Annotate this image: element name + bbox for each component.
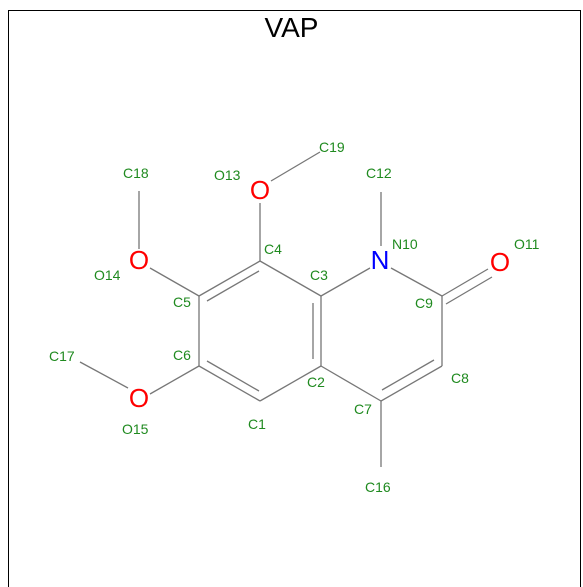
atom-o11-symbol: O (490, 247, 510, 277)
molecule-title: VAP (264, 12, 319, 43)
bond-c1-c6-inner (206, 360, 260, 392)
bond-c8-c7 (380, 365, 443, 402)
label-c5: C5 (173, 294, 191, 310)
bond-c9-o11 (441, 268, 489, 297)
atom-o15-symbol: O (129, 383, 149, 413)
label-c2: C2 (307, 374, 325, 390)
bond-c4-c3 (259, 260, 322, 297)
atom-o13-symbol: O (250, 175, 270, 205)
bond-c5-o14 (149, 267, 200, 297)
bond-n10-c9 (390, 267, 443, 297)
label-c4: C4 (264, 241, 282, 257)
label-n10: N10 (392, 236, 418, 252)
bond-o15-c17 (79, 361, 129, 389)
label-o11: O11 (514, 236, 540, 252)
label-c6: C6 (173, 347, 191, 363)
bonds (79, 151, 493, 467)
bond-c5-c4-inner (206, 270, 260, 302)
bond-c2-c1 (259, 365, 322, 402)
label-c18: C18 (123, 165, 149, 181)
label-c19: C19 (319, 139, 345, 155)
bond-c6-o15 (149, 365, 200, 395)
label-c12: C12 (366, 165, 392, 181)
label-c17: C17 (49, 348, 75, 364)
atom-labels: C19 C18 O13 C12 C4 N10 O11 O14 C3 C5 C9 … (49, 139, 540, 495)
label-c9: C9 (415, 295, 433, 311)
heteroatoms: O O O N O (129, 175, 510, 413)
label-c8: C8 (451, 370, 469, 386)
diagram-frame (8, 10, 581, 587)
bond-c9-o11-second (445, 276, 493, 305)
bond-o13-c19 (270, 151, 321, 182)
label-c1: C1 (248, 416, 266, 432)
bond-c1-c6 (198, 365, 261, 402)
label-o15: O15 (122, 421, 149, 437)
bond-c8-c7-inner (381, 359, 435, 391)
label-c3: C3 (310, 267, 328, 283)
bond-c3-n10 (320, 267, 371, 297)
bond-c5-c4 (198, 260, 261, 297)
label-o13: O13 (214, 167, 241, 183)
bond-c7-c2 (320, 365, 382, 402)
label-o14: O14 (94, 267, 121, 283)
atom-n10-symbol: N (371, 245, 390, 275)
atom-o14-symbol: O (129, 245, 149, 275)
label-c16: C16 (365, 479, 391, 495)
label-c7: C7 (354, 401, 372, 417)
